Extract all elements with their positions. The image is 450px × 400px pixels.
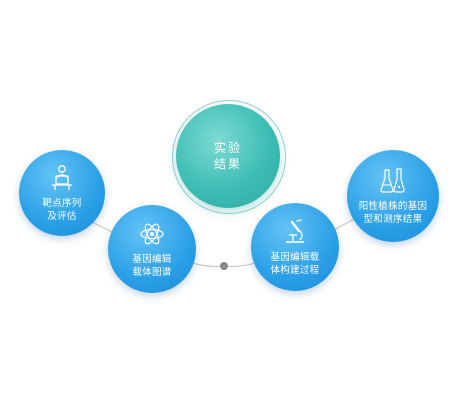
center-ring (172, 100, 286, 214)
node-positive-plant-results: 阳性植株的基因 型和测序结果 (347, 150, 439, 242)
atom-icon (140, 223, 164, 245)
node-vector-map: 基因编辑 载体图谱 (108, 205, 196, 293)
node-4-label-line2: 型和测序结果 (363, 214, 423, 225)
center-label-line1: 实验 (213, 141, 242, 155)
center-node: 实验 结果 (176, 104, 280, 208)
node-target-sequence: 靶点序列 及评估 (19, 150, 105, 236)
node-3-label-line1: 基因编辑载 (270, 252, 320, 263)
hub-dot (220, 262, 228, 270)
node-4-label-line1: 阳性植株的基因 (358, 201, 428, 212)
connector-2-hub (189, 261, 225, 268)
node-3-label-line2: 体构建过程 (270, 265, 320, 276)
node-vector-construction: 基因编辑载 体构建过程 (251, 203, 339, 291)
node-1-label-line1: 靶点序列 (42, 198, 82, 209)
node-2-label-line1: 基因编辑 (132, 254, 172, 265)
microscope-icon (286, 219, 304, 243)
flask-icon (380, 168, 405, 193)
center-label-line2: 结果 (213, 157, 242, 171)
computer-desk-icon (52, 165, 72, 190)
node-1-label-line2: 及评估 (47, 211, 77, 222)
node-2-label-line2: 载体图谱 (132, 267, 172, 278)
